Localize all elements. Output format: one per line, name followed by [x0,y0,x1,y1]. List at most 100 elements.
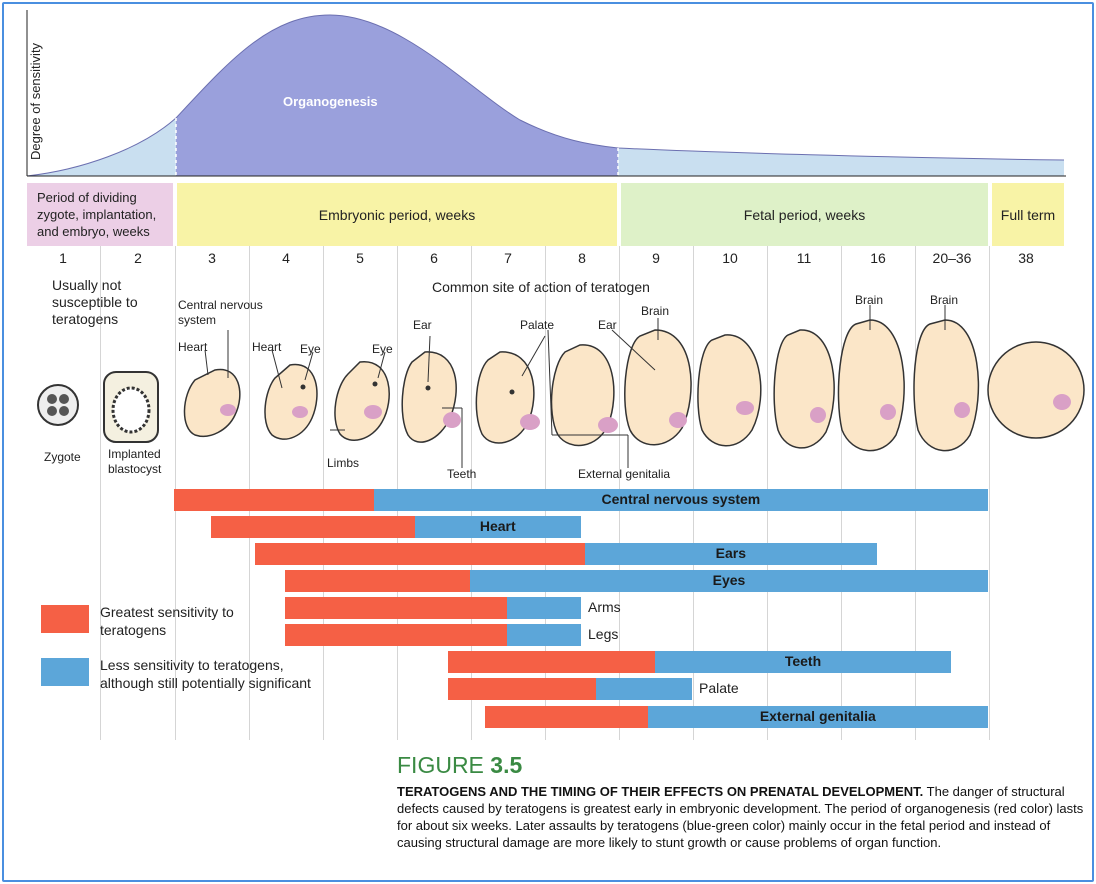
embryo-week-3 [183,368,241,437]
week-label: 3 [208,250,216,266]
embryo-week-10 [697,334,762,447]
fetal-sensitivity-area [618,148,1064,176]
legend-swatch-greatest [41,605,89,633]
embryo-week-20-36 [913,319,980,452]
less-sensitivity-segment [654,651,951,673]
caption-body: The danger of structural defects caused … [397,784,1084,850]
sensitivity-bar [447,678,692,700]
zygote-label: Zygote [44,450,81,464]
limbs-label: Limbs [327,456,360,470]
organogenesis-label: Organogenesis [283,94,378,109]
bar-label: Heart [479,518,516,534]
bar-label: Ears [715,545,747,561]
greatest-sensitivity-segment [174,489,374,511]
figure-caption: TERATOGENS AND THE TIMING OF THEIR EFFEC… [397,783,1087,851]
week-label: 11 [796,250,812,266]
sensitivity-bar [447,651,951,673]
bar-label: Central nervous system [601,491,761,507]
legend-swatch-less [41,658,89,686]
greatest-sensitivity-segment [447,651,655,673]
sensitivity-bar [285,624,581,646]
less-sensitivity-segment [647,706,988,728]
sensitivity-bar [211,516,581,538]
embryo-week-4 [264,363,318,440]
blastocyst-illustration [103,371,159,443]
heart-label: Heart [252,340,282,354]
greatest-sensitivity-segment [211,516,415,538]
greatest-sensitivity-segment [447,678,596,700]
brain-label: Brain [855,293,884,307]
less-sensitivity-segment [507,597,581,619]
less-sensitivity-segment [507,624,581,646]
embryo-illustrations [37,305,1085,468]
week-label: 5 [356,250,364,266]
zygote-illustration [37,384,79,426]
less-sensitivity-segment [584,543,877,565]
less-sensitivity-segment [373,489,988,511]
genitalia-label: External genitalia [578,467,671,481]
period-dividing: Period of dividing zygote, implantation,… [27,183,173,246]
week-label: 1 [59,250,67,266]
week-label: 9 [652,250,660,266]
week-label: 8 [578,250,586,266]
gridline [100,246,101,740]
teeth-label: Teeth [447,467,477,481]
brain-label: Brain [641,304,670,318]
embryo-week-11 [773,329,835,449]
ear-label: Ear [598,318,617,332]
sensitivity-bar [255,543,877,565]
heart-label: Heart [178,340,208,354]
early-sensitivity-area [27,118,176,176]
greatest-sensitivity-segment [285,597,507,619]
embryo-week-7 [475,351,540,444]
bar-label: Palate [699,680,739,696]
sensitivity-bar [285,570,988,592]
bar-label: Teeth [784,653,822,669]
sensitivity-bar [174,489,988,511]
bar-label: Eyes [712,572,746,588]
brain-label: Brain [930,293,959,307]
week-label: 2 [134,250,142,266]
cns-label: Central nervous system [178,298,263,327]
embryo-week-38 [987,341,1085,439]
caption-head: TERATOGENS AND THE TIMING OF THEIR EFFEC… [397,784,924,799]
embryo-week-5 [334,361,390,441]
week-label: 7 [504,250,512,266]
embryo-week-9 [624,329,692,446]
eye-label: Eye [372,342,393,356]
gridline [989,246,990,740]
figure-number: 3.5 [490,752,523,778]
embryo-week-8 [550,344,618,447]
bar-label: Arms [588,599,621,615]
greatest-sensitivity-segment [285,624,507,646]
y-axis-label: Degree of sensitivity [28,42,43,160]
figure-prefix: FIGURE [397,752,491,778]
week-label: 10 [722,250,738,266]
week-label: 20–36 [932,250,972,266]
week-label: 16 [870,250,886,266]
figure-title: FIGURE 3.5 [397,752,522,779]
sensitivity-bar [285,597,581,619]
week-label: 6 [430,250,438,266]
less-sensitivity-segment [470,570,988,592]
legend-label-greatest: Greatest sensitivity to teratogens [100,604,234,638]
bar-label: Legs [588,626,619,642]
blastocyst-label: Implanted blastocyst [108,447,162,476]
bar-label: External genitalia [759,708,876,724]
embryo-week-6 [401,351,461,443]
less-sensitivity-segment [595,678,692,700]
organogenesis-area [176,15,618,176]
week-label: 4 [282,250,290,266]
greatest-sensitivity-segment [285,570,470,592]
ear-label: Ear [413,318,432,332]
greatest-sensitivity-segment [255,543,585,565]
greatest-sensitivity-segment [484,706,648,728]
sensitivity-curve [26,10,1066,177]
sensitivity-bar [484,706,988,728]
not-susceptible-note: Usually not susceptible to teratogens [52,277,138,327]
less-sensitivity-segment [414,516,581,538]
period-fetal: Fetal period, weeks [621,183,988,246]
period-full-term: Full term [992,183,1064,246]
embryo-week-16 [837,319,905,452]
